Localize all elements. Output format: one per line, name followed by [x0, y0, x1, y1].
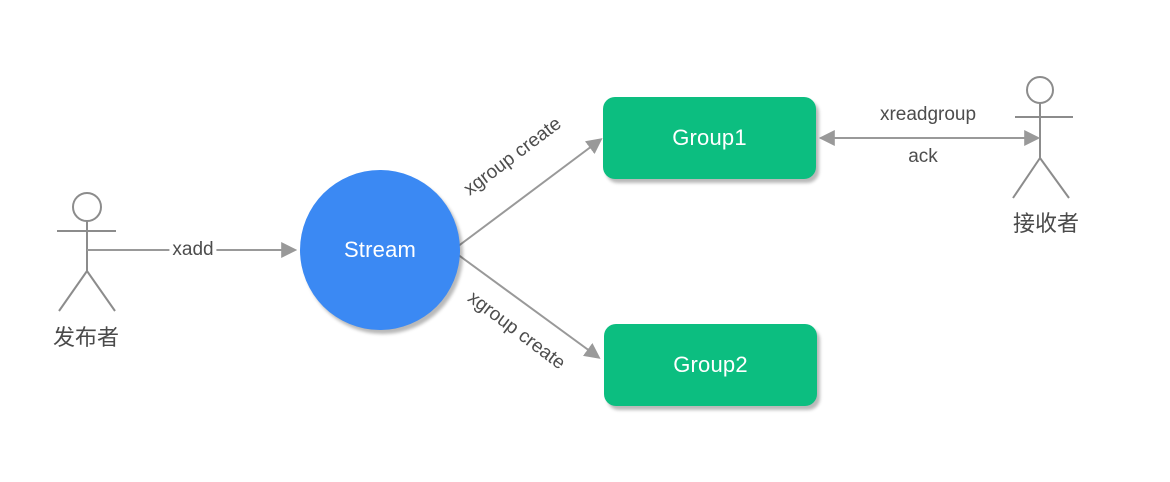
- receiver-leg-right: [1039, 157, 1070, 199]
- node-stream: Stream: [300, 170, 460, 330]
- node-stream-label: Stream: [343, 237, 417, 262]
- publisher-leg-right: [86, 270, 116, 312]
- publisher-head: [72, 192, 102, 222]
- publisher-actor-label: 发布者: [52, 325, 120, 350]
- node-group2: Group2: [604, 324, 817, 406]
- receiver-actor-label: 接收者: [1012, 211, 1080, 236]
- edge-label-ack: ack: [908, 146, 938, 167]
- publisher-leg-left: [58, 270, 88, 312]
- node-group1: Group1: [603, 97, 816, 179]
- node-group1-label: Group1: [672, 125, 747, 150]
- edge-label-xreadgroup: xreadgroup: [879, 104, 977, 125]
- node-group2-label: Group2: [673, 352, 748, 377]
- edge-xgroup-create-bottom-line: [456, 253, 601, 359]
- receiver-actor-icon: [1012, 76, 1073, 199]
- edge-xgroup-create-top-line: [456, 138, 603, 248]
- publisher-actor-icon: [57, 192, 116, 312]
- edge-label-xadd: xadd: [169, 239, 217, 261]
- receiver-head: [1026, 76, 1054, 104]
- receiver-leg-left: [1012, 157, 1041, 199]
